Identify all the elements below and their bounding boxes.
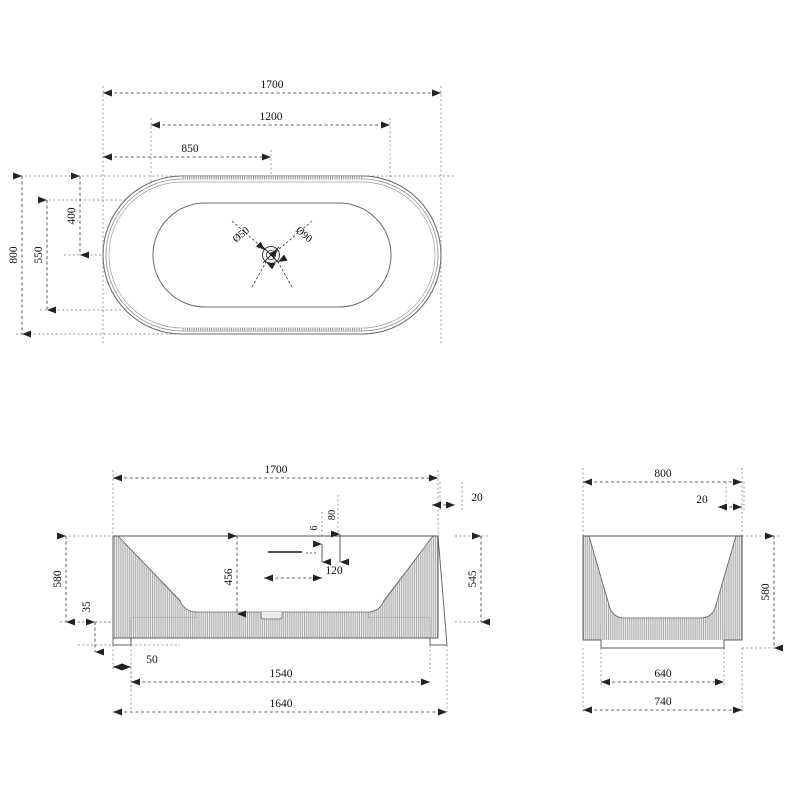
dim-top-overall-length: 1700 <box>103 79 441 97</box>
dim-label-front-120: 120 <box>325 565 343 577</box>
dim-label-front-545: 545 <box>467 570 479 588</box>
dim-side-base-width: 640 <box>601 668 724 686</box>
dim-label-side-800: 800 <box>654 468 672 480</box>
dim-label-front-80: 80 <box>327 510 338 521</box>
dim-label-top-800: 800 <box>8 246 20 264</box>
dim-front-base-length: 1540 <box>131 668 430 686</box>
dim-top-drain-offset: 850 <box>103 143 271 161</box>
dim-front-wall-thickness: 20 <box>432 492 483 509</box>
dim-label-top-850: 850 <box>181 143 199 155</box>
dim-side-plinth-width: 740 <box>583 696 742 714</box>
dim-label-front-456: 456 <box>223 568 235 586</box>
drain-assembly <box>261 245 281 265</box>
dim-label-front-1640: 1640 <box>270 698 293 710</box>
dim-top-overall-width: 800 <box>8 172 31 338</box>
dim-front-plinth-height: 35 <box>81 601 104 656</box>
dim-front-inner-height: 545 <box>467 532 490 626</box>
dim-label-side-20: 20 <box>696 494 708 506</box>
side-view: 800 20 580 640 740 <box>582 468 783 714</box>
front-tub-body <box>112 535 448 646</box>
dim-top-inner-length: 1200 <box>151 111 390 129</box>
dim-side-wall-thickness: 20 <box>696 494 742 511</box>
front-view: 1700 20 580 35 545 456 <box>52 464 490 716</box>
dim-side-overall-height: 580 <box>760 532 783 652</box>
dim-label-front-580: 580 <box>52 570 64 588</box>
dim-front-inner-depth: 456 <box>223 532 246 618</box>
dim-label-top-1200: 1200 <box>260 111 283 123</box>
drain-leader-lines <box>231 220 313 288</box>
tub-fluted-rim <box>182 176 362 331</box>
dim-front-overflow-small: 6 <box>306 525 331 566</box>
side-view-extension-lines <box>582 468 780 712</box>
dim-label-front-1540: 1540 <box>270 668 293 680</box>
dim-front-plinth-inset: 50 <box>113 654 158 671</box>
dim-label-top-400: 400 <box>66 207 78 225</box>
dim-label-top-1700: 1700 <box>261 79 284 91</box>
dim-label-front-35: 35 <box>81 601 93 613</box>
dim-side-overall-width: 800 <box>583 468 742 486</box>
dim-label-front-20: 20 <box>471 492 483 504</box>
dim-label-front-6: 6 <box>309 525 320 530</box>
top-view: Ø50 Ø90 1700 1200 850 800 550 <box>8 79 455 345</box>
dim-front-plinth-length: 1640 <box>113 698 447 716</box>
side-tub-body <box>582 535 743 649</box>
dim-label-top-550: 550 <box>33 246 45 264</box>
dim-front-overflow-offset: 120 <box>264 565 343 582</box>
dim-front-overflow-large: 80 <box>327 510 349 566</box>
dim-top-inner-width: 400 <box>66 172 89 259</box>
dim-label-front-1700: 1700 <box>265 464 288 476</box>
front-drain-notch <box>260 612 283 620</box>
dim-label-side-740: 740 <box>654 696 672 708</box>
dim-label-front-50: 50 <box>146 654 158 666</box>
dim-top-mid-width: 550 <box>33 196 56 314</box>
dim-front-overall-height: 580 <box>52 532 75 626</box>
dim-label-side-580: 580 <box>760 583 772 601</box>
dim-label-side-640: 640 <box>654 668 672 680</box>
dim-front-overall-length: 1700 <box>113 464 438 482</box>
